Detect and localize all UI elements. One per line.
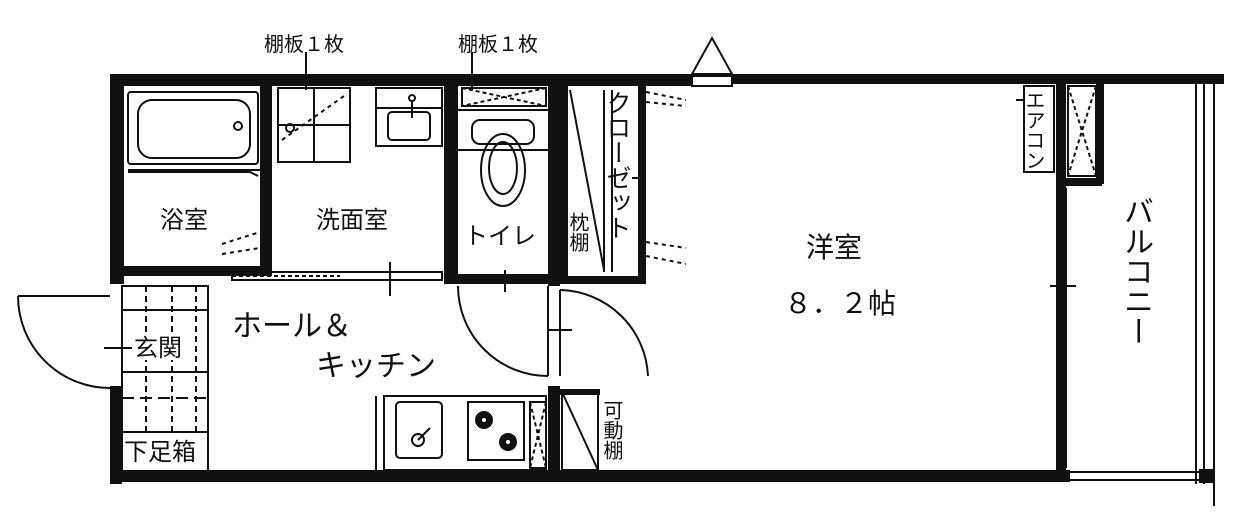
washbasin: [375, 87, 443, 147]
room-label-closet: クローゼット: [603, 90, 632, 240]
top-window: [690, 35, 734, 87]
walls: [110, 74, 1224, 484]
room-door-swing: [548, 289, 649, 377]
room-label-western: 洋室: [806, 231, 863, 264]
toilet-door-swing: [457, 270, 549, 377]
room-label-bathroom: 浴室: [160, 206, 208, 234]
bath-door-swing: [221, 231, 261, 255]
label-shoe-box: 下足箱: [124, 438, 196, 466]
toilet-fixture: [458, 87, 548, 207]
room-label-pillow-shelf: 枕棚: [566, 212, 590, 252]
room-label-hall-kitchen-1: ホール＆: [232, 309, 352, 344]
movable-shelf-box: [560, 389, 600, 471]
shelf-callouts: [305, 52, 473, 90]
inner-walls: [122, 84, 1104, 482]
aircon-box: [1016, 85, 1097, 177]
closet-swing-marks: [645, 91, 687, 265]
balcony-sash: [1050, 84, 1215, 506]
label-movable-shelf: 可動棚: [600, 400, 624, 460]
room-label-toilet: トイレ: [464, 222, 536, 250]
closet-doors: [569, 89, 646, 272]
washroom-doorway: [231, 262, 443, 296]
shelf-label-right: 棚板１枚: [458, 32, 538, 56]
washing-machine-pan: [277, 87, 351, 163]
bathtub: [127, 91, 269, 264]
room-label-balcony: バルコニー: [1118, 196, 1153, 346]
room-size-label: ８．２帖: [784, 287, 897, 320]
entrance-door: [17, 295, 111, 389]
room-label-hall-kitchen-2: キッチン: [316, 349, 436, 384]
room-label-entrance: 玄関: [134, 334, 182, 362]
label-aircon: エアコン: [1022, 90, 1046, 170]
room-label-washroom: 洗面室: [316, 206, 388, 234]
shelf-label-left: 棚板１枚: [264, 32, 344, 56]
kitchen-counter: [375, 395, 547, 471]
